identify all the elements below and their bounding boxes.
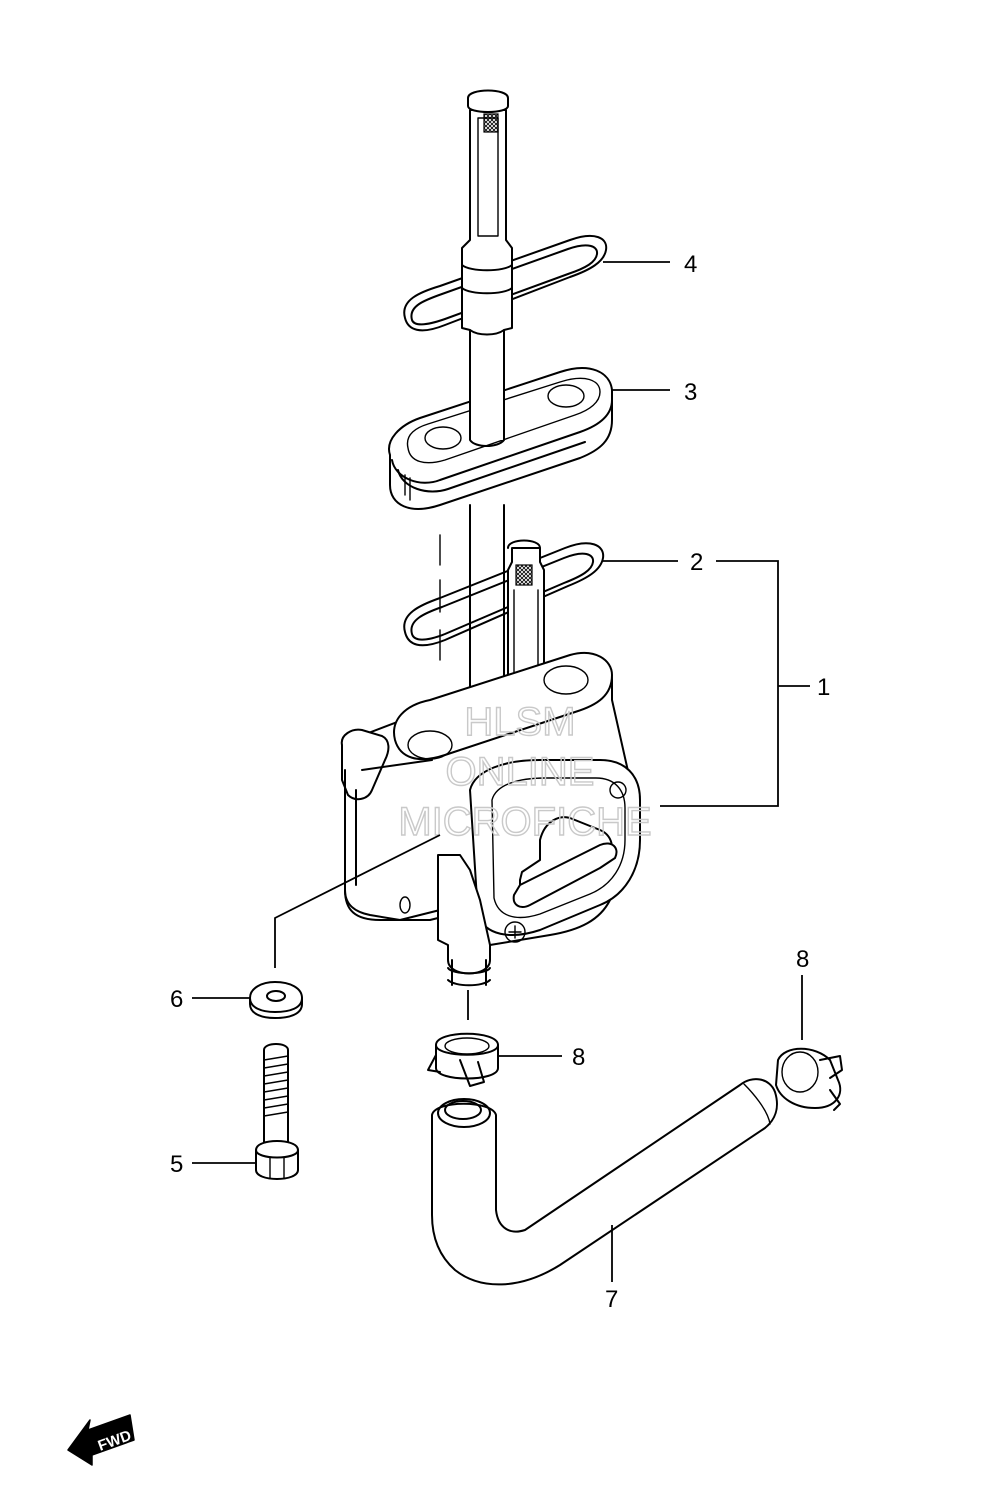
callout-4: 4	[684, 251, 697, 278]
callout-7: 7	[605, 1286, 618, 1313]
hose-clamp-upper-part	[775, 1047, 843, 1111]
o-ring-lower-part	[403, 542, 605, 647]
watermark-line2: ONLINE	[446, 750, 595, 794]
callout-1: 1	[817, 674, 830, 701]
valve-tubes-part	[439, 504, 545, 721]
bolt-part	[255, 1043, 299, 1180]
fuel-pickup-tube-part	[461, 89, 513, 447]
fwd-direction-badge: FWD	[67, 1414, 135, 1466]
o-ring-upper-part	[403, 235, 608, 332]
watermark-line3: MICROFICHE	[398, 800, 651, 844]
watermark-line1: HLSM	[464, 700, 575, 744]
fuel-hose-part	[431, 1078, 778, 1286]
callout-numbers: 4 3 2 1 8 6 8 5 7	[170, 251, 830, 1313]
callout-2: 2	[690, 549, 703, 576]
callout-3: 3	[684, 379, 697, 406]
callout-5: 5	[170, 1151, 183, 1178]
watermark: HLSM ONLINE MICROFICHE	[398, 699, 653, 844]
callout-8-upper: 8	[796, 946, 809, 973]
fwd-arrow-icon	[67, 1414, 135, 1466]
callout-6: 6	[170, 986, 183, 1013]
washer-part	[249, 981, 303, 1019]
callout-8-lower: 8	[572, 1044, 585, 1071]
leader-lines	[192, 261, 810, 1282]
fuel-valve-body-part	[340, 652, 641, 987]
hose-clamp-lower-part	[427, 1032, 499, 1087]
